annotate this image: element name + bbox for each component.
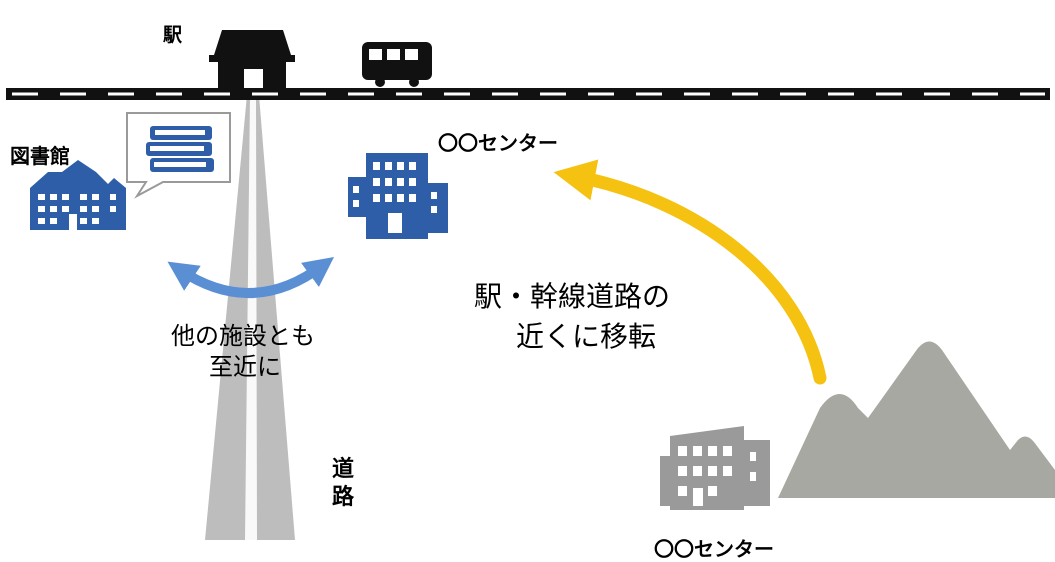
office-building-icon — [348, 153, 448, 239]
library-building-icon — [30, 160, 126, 230]
station-icon — [209, 30, 295, 88]
proximity-note-line2: 至近に — [209, 353, 281, 381]
relocation-note-line1: 駅・幹線道路の — [474, 280, 671, 313]
proximity-arrow — [167, 257, 335, 299]
road-label-char-2: 路 — [331, 485, 354, 510]
trunk-road — [205, 95, 295, 540]
railway-track — [6, 88, 1050, 100]
train-icon — [362, 42, 432, 87]
proximity-note-line1: 他の施設とも — [171, 322, 315, 350]
relocation-arrow — [553, 159, 827, 385]
mountain-icon — [778, 341, 1055, 498]
relocation-note-line2: 近くに移転 — [516, 320, 657, 353]
station-label: 駅 — [163, 24, 183, 46]
new-center-label: 〇〇センター — [438, 131, 558, 155]
books-icon — [126, 112, 231, 199]
old-center-label: 〇〇センター — [654, 537, 774, 561]
road-label: 道 路 — [330, 456, 356, 512]
road-label-char-1: 道 — [331, 457, 354, 482]
library-label: 図書館 — [10, 144, 70, 168]
old-building-icon — [660, 426, 770, 510]
